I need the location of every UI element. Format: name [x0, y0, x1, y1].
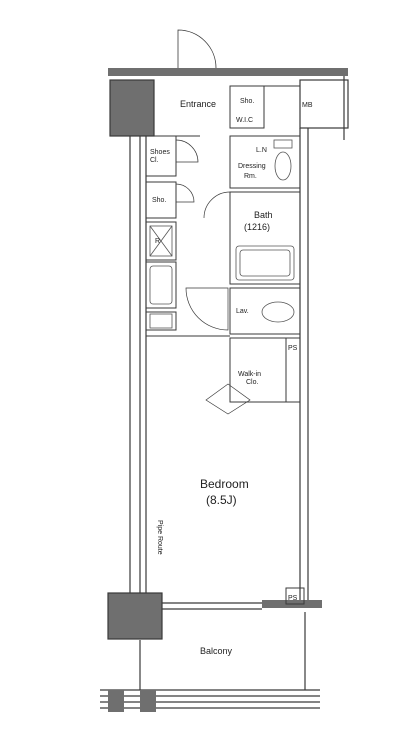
label-shoes-cl: Cl.: [150, 157, 159, 164]
label-dressing-rm: Rm.: [244, 173, 257, 180]
washer: [149, 265, 173, 305]
bathtub-inner: [239, 249, 291, 277]
refrigerator: [149, 225, 173, 257]
label-walkin-clo: Clo.: [246, 379, 259, 386]
label-walkin: Walk-in: [238, 371, 261, 378]
column-top-left: [109, 79, 155, 137]
balcony-post-left: [108, 690, 124, 712]
label-sho: Sho.: [152, 197, 166, 204]
toilet-tank: [273, 139, 293, 149]
bathtub: [235, 245, 295, 281]
fixtures: [149, 139, 295, 329]
label-bedroom-size: (8.5J): [206, 493, 237, 507]
label-dressing: Dressing: [238, 163, 266, 170]
toilet-bowl: [274, 151, 292, 181]
label-bedroom: Bedroom: [200, 477, 249, 491]
label-lav: Lav.: [236, 308, 249, 315]
label-bath-size: (1216): [244, 222, 270, 232]
interior-walls: [145, 85, 305, 605]
top-wall: [108, 68, 348, 76]
entrance-door: [177, 29, 217, 69]
stove: [149, 313, 173, 329]
column-bottom-left: [107, 592, 163, 640]
label-pipe-note: Pipe Route: [156, 520, 163, 555]
label-bath: Bath: [254, 210, 273, 220]
balcony-post-right: [140, 690, 156, 712]
room-labels: Entrance MB Sho. W.I.C L.N Shoes Cl. Sho…: [150, 98, 313, 656]
label-ln: L.N: [256, 147, 267, 154]
label-balcony: Balcony: [200, 646, 233, 656]
label-r: R: [155, 238, 160, 245]
right-wall-top: [299, 79, 349, 129]
label-mb: MB: [302, 102, 313, 109]
exterior-walls: [100, 68, 349, 712]
label-ps: PS: [288, 345, 298, 352]
label-wic-top: W.I.C: [236, 117, 253, 124]
label-entrance: Entrance: [180, 99, 216, 109]
washbasin: [261, 301, 295, 323]
label-sho-top: Sho.: [240, 98, 254, 105]
interior-doors: [175, 139, 251, 415]
label-ps-bottom: PS: [288, 595, 298, 602]
label-shoes: Shoes: [150, 149, 170, 156]
